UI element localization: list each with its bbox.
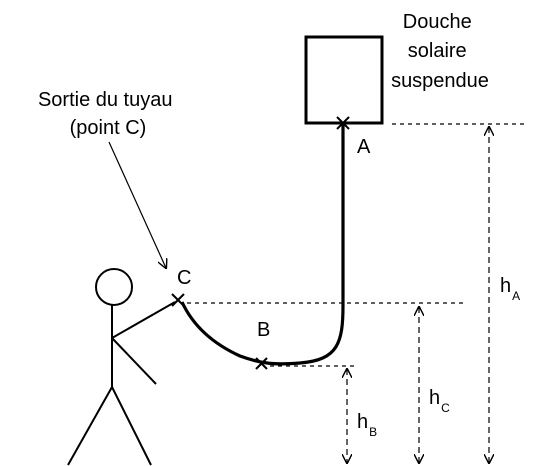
height-b-label: hB — [357, 411, 377, 439]
figure-leg-left — [67, 386, 113, 466]
point-a-marker — [336, 116, 350, 130]
figure-head — [95, 268, 133, 306]
shower-title: Douche solaire suspendue — [391, 11, 489, 92]
figure-leg-right — [111, 386, 152, 466]
height-a-label: hA — [500, 275, 520, 303]
outlet-pointer-arrow — [108, 141, 166, 268]
outlet-title: Sortie du tuyau (point C) — [38, 89, 178, 139]
figure-arm-raised — [111, 301, 176, 339]
stick-figure — [67, 268, 176, 466]
point-c-marker — [171, 293, 185, 307]
point-b-marker — [255, 357, 268, 370]
shower-box — [304, 35, 384, 125]
reference-lines — [187, 123, 525, 367]
height-c-label: hC — [429, 387, 450, 415]
point-c-label: C — [177, 267, 191, 289]
point-a-label: A — [357, 136, 371, 158]
point-b-label: B — [257, 319, 270, 341]
figure-arm-lower — [111, 337, 157, 385]
hose — [180, 123, 345, 366]
